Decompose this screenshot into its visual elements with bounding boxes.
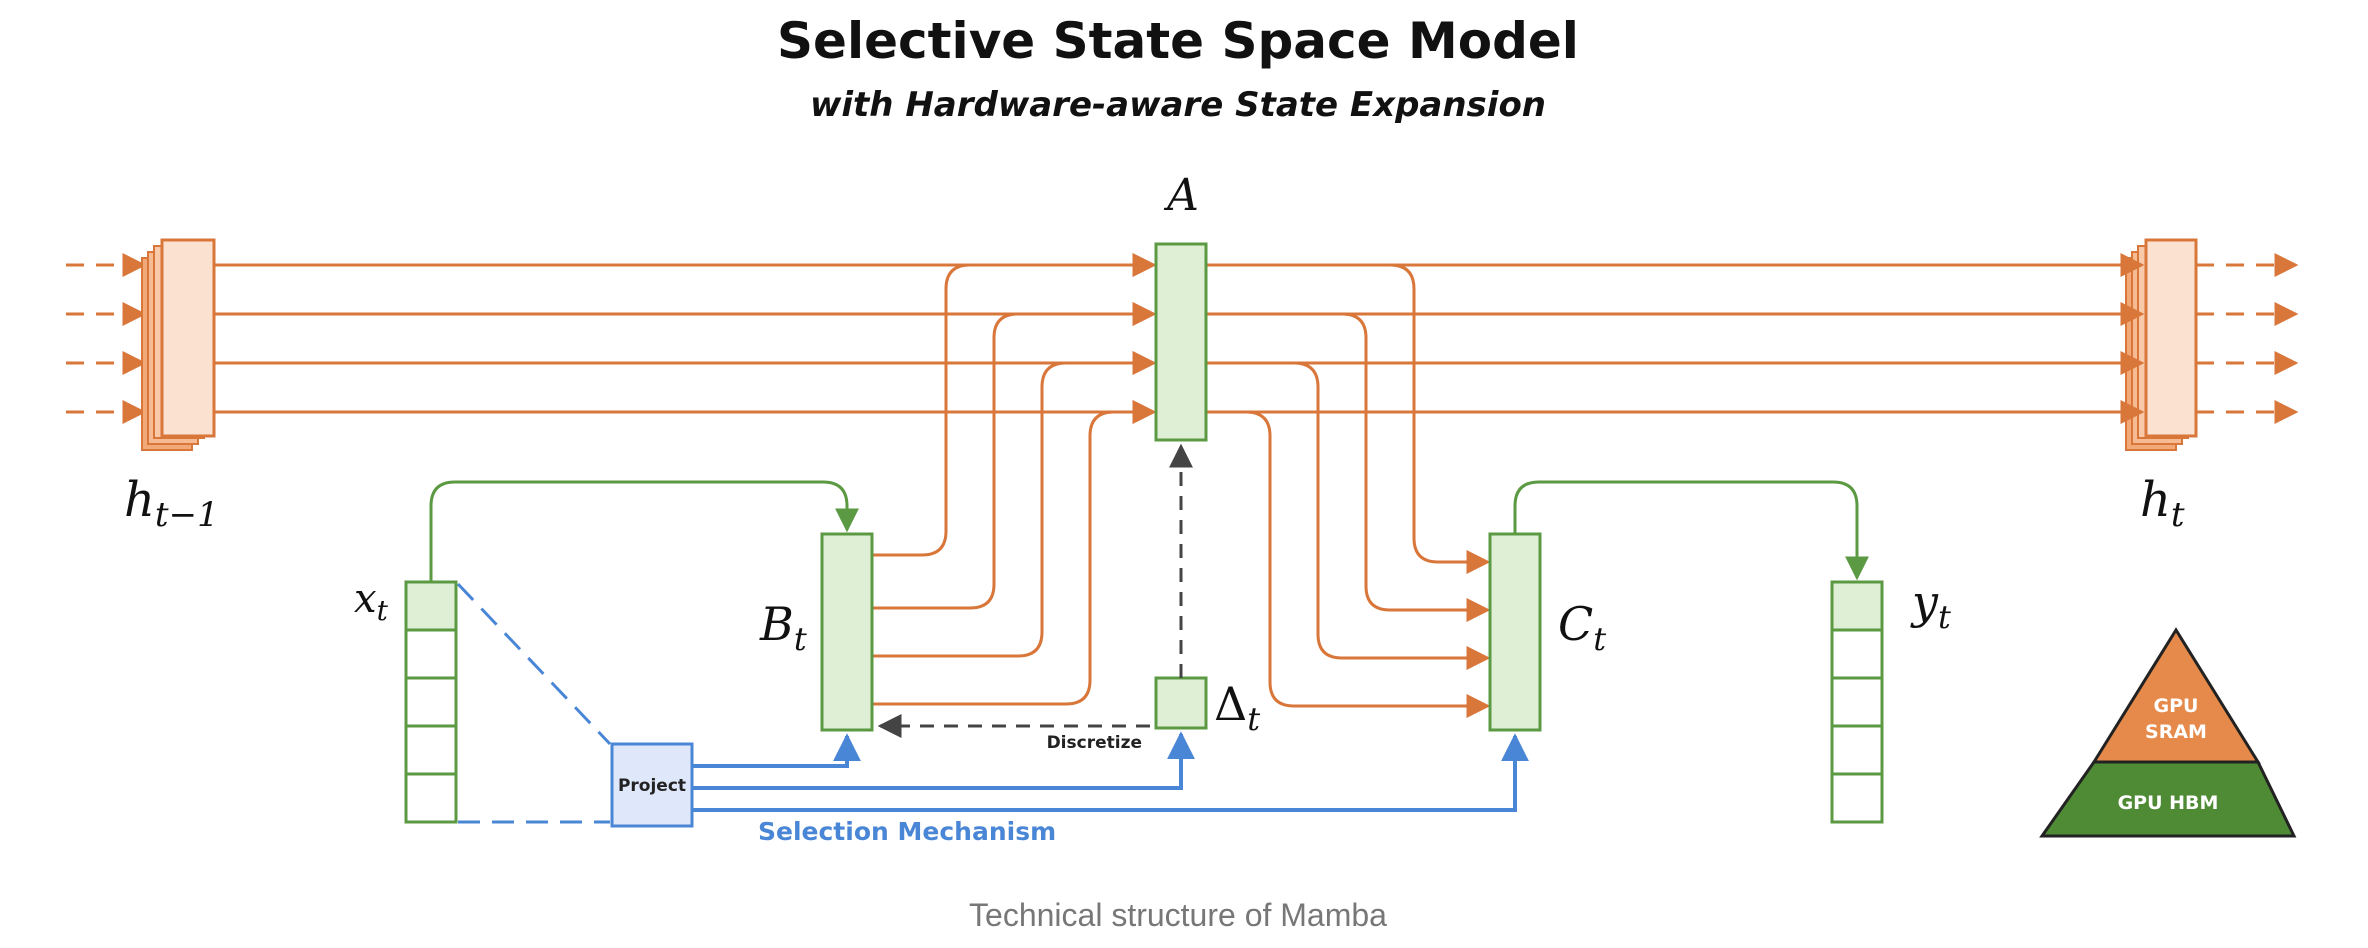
label-x: xt: [354, 576, 389, 627]
label-delta: Δt: [1214, 677, 1260, 738]
y-output-vector: [1830, 580, 1884, 824]
x-to-b-arrow: [429, 480, 859, 582]
state-lines-to-ht: [1206, 253, 2145, 424]
c-to-y-arrow: [1513, 480, 1869, 581]
x-to-project-lines: [456, 582, 612, 824]
diagram-title: Selective State Space Model: [777, 12, 1579, 70]
gpu-sram-label-line2: SRAM: [2145, 721, 2207, 743]
project-box: [610, 742, 694, 828]
state-output-dashes: [2196, 253, 2299, 424]
x-input-vector: [404, 580, 458, 824]
label-y: yt: [1910, 575, 1951, 636]
label-h-next: ht: [2140, 472, 2185, 535]
gpu-memory-pyramid: GPU SRAM GPU HBM: [2039, 627, 2297, 838]
label-b: Bt: [759, 597, 807, 658]
b-matrix-block: [820, 532, 874, 732]
a-to-c-lines: [1206, 263, 1491, 718]
selection-mechanism-label: Selection Mechanism: [758, 817, 1056, 846]
figure-caption: Technical structure of Mamba: [969, 897, 1387, 933]
delta-block: [1154, 676, 1208, 730]
discretize-label: Discretize: [1047, 733, 1142, 753]
gpu-hbm-tier: [2039, 760, 2297, 838]
hidden-state-prev: [141, 238, 216, 451]
state-input-dashes: [66, 253, 147, 424]
label-a: A: [1163, 170, 1199, 221]
state-lines-to-a: [214, 253, 1157, 424]
gpu-sram-label-line1: GPU: [2154, 695, 2199, 717]
a-matrix-block: [1154, 242, 1208, 442]
selection-arrows: [692, 731, 1529, 812]
c-matrix-block: [1488, 532, 1542, 732]
project-label: Project: [618, 776, 686, 796]
b-to-a-lines: [872, 253, 1157, 706]
gpu-hbm-label: GPU HBM: [2118, 792, 2219, 814]
hidden-state-next: [2125, 238, 2198, 451]
diagram-subtitle: with Hardware-aware State Expansion: [810, 85, 1546, 125]
label-h-prev: ht−1: [124, 472, 219, 535]
label-c: Ct: [1558, 597, 1606, 658]
